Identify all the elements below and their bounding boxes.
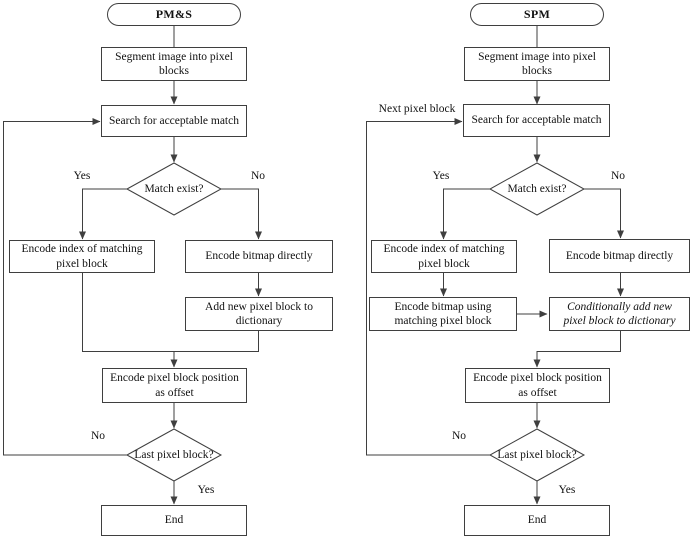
pms-match-no-label: No <box>250 170 266 182</box>
spm-connectors <box>366 26 624 505</box>
pms-search-step: Search for acceptable match <box>101 105 247 137</box>
pms-connectors <box>3 26 262 505</box>
pms-title-terminal: PM&S <box>107 3 241 26</box>
spm-title-terminal: SPM <box>470 3 604 26</box>
pms-add-dictionary-step: Add new pixel block to dictionary <box>185 297 333 331</box>
spm-encode-index-step: Encode index of matching pixel block <box>371 240 517 273</box>
pms-match-yes-label: Yes <box>73 170 91 182</box>
spm-encode-bitmap-matching-step: Encode bitmap using matching pixel block <box>369 297 517 331</box>
spm-match-decision-label: Match exist? <box>507 182 567 195</box>
pms-encode-bitmap-step: Encode bitmap directly <box>185 240 333 273</box>
spm-match-no-label: No <box>610 170 626 182</box>
spm-next-block-label: Next pixel block <box>378 103 456 115</box>
spm-encode-bitmap-step: Encode bitmap directly <box>549 239 690 273</box>
spm-conditional-dictionary-step: Conditionally add new pixel block to dic… <box>549 297 690 331</box>
spm-end-terminal: End <box>464 505 610 536</box>
spm-last-yes-label: Yes <box>558 484 576 496</box>
pms-last-no-label: No <box>90 430 106 442</box>
spm-encode-offset-step: Encode pixel block position as offset <box>465 368 610 403</box>
pms-last-diamond <box>125 428 223 482</box>
spm-last-no-label: No <box>451 430 467 442</box>
pms-match-decision-label: Match exist? <box>144 182 204 195</box>
spm-search-step: Search for acceptable match <box>463 104 610 137</box>
spm-segment-step: Segment image into pixel blocks <box>464 47 610 81</box>
spm-last-diamond <box>488 428 586 482</box>
pms-end-terminal: End <box>101 505 247 536</box>
pms-match-diamond <box>125 162 223 216</box>
spm-match-diamond <box>488 162 586 216</box>
spm-last-decision-label: Last pixel block? <box>497 448 577 461</box>
pms-encode-offset-step: Encode pixel block position as offset <box>102 368 247 403</box>
pms-last-yes-label: Yes <box>197 484 215 496</box>
pms-last-decision-label: Last pixel block? <box>134 448 214 461</box>
spm-match-yes-label: Yes <box>432 170 450 182</box>
pms-encode-index-step: Encode index of matching pixel block <box>9 240 155 273</box>
pms-segment-step: Segment image into pixel blocks <box>101 47 247 81</box>
